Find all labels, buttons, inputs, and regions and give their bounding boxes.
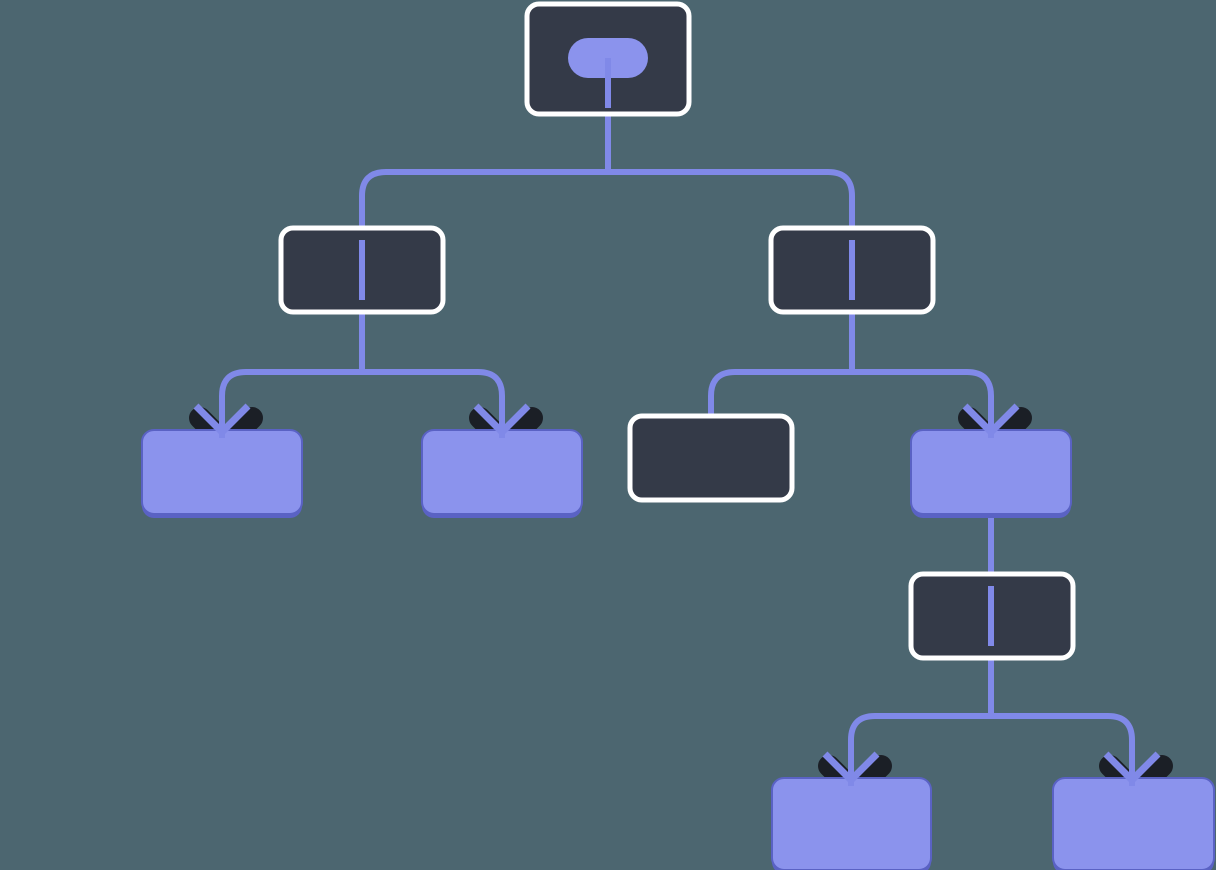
root-node[interactable] bbox=[524, 1, 692, 117]
edge-l1-right-to-l2-d[interactable] bbox=[852, 369, 994, 448]
level2-node-b[interactable] bbox=[421, 429, 583, 518]
level4-node-b-body[interactable] bbox=[1052, 777, 1215, 870]
level4-node-b[interactable] bbox=[1052, 777, 1215, 870]
level2-node-a-body[interactable] bbox=[141, 429, 303, 515]
level2-node-c[interactable] bbox=[627, 413, 795, 503]
level2-node-a[interactable] bbox=[141, 429, 303, 518]
edge-l1-left-to-l2-a[interactable] bbox=[219, 369, 362, 448]
edge-l1-left-to-l2-b[interactable] bbox=[362, 369, 505, 448]
node-layer bbox=[141, 1, 1215, 870]
edge-l3-a-to-l4-b[interactable] bbox=[991, 713, 1135, 796]
level2-node-d[interactable] bbox=[910, 429, 1072, 518]
level2-node-b-body[interactable] bbox=[421, 429, 583, 515]
edge-l3-a-to-l4-a[interactable] bbox=[848, 713, 991, 796]
level4-node-a-body[interactable] bbox=[771, 777, 932, 870]
inner-line-layer bbox=[359, 240, 994, 646]
edge-root-to-l1-right[interactable] bbox=[608, 169, 855, 312]
edge-root-to-l1-left[interactable] bbox=[359, 169, 608, 312]
level4-node-a[interactable] bbox=[771, 777, 932, 870]
arrowhead-layer bbox=[193, 398, 1161, 786]
level2-node-c-body[interactable] bbox=[627, 413, 795, 503]
edge-l1-right-to-l2-c[interactable] bbox=[708, 369, 852, 418]
level2-node-d-body[interactable] bbox=[910, 429, 1072, 515]
